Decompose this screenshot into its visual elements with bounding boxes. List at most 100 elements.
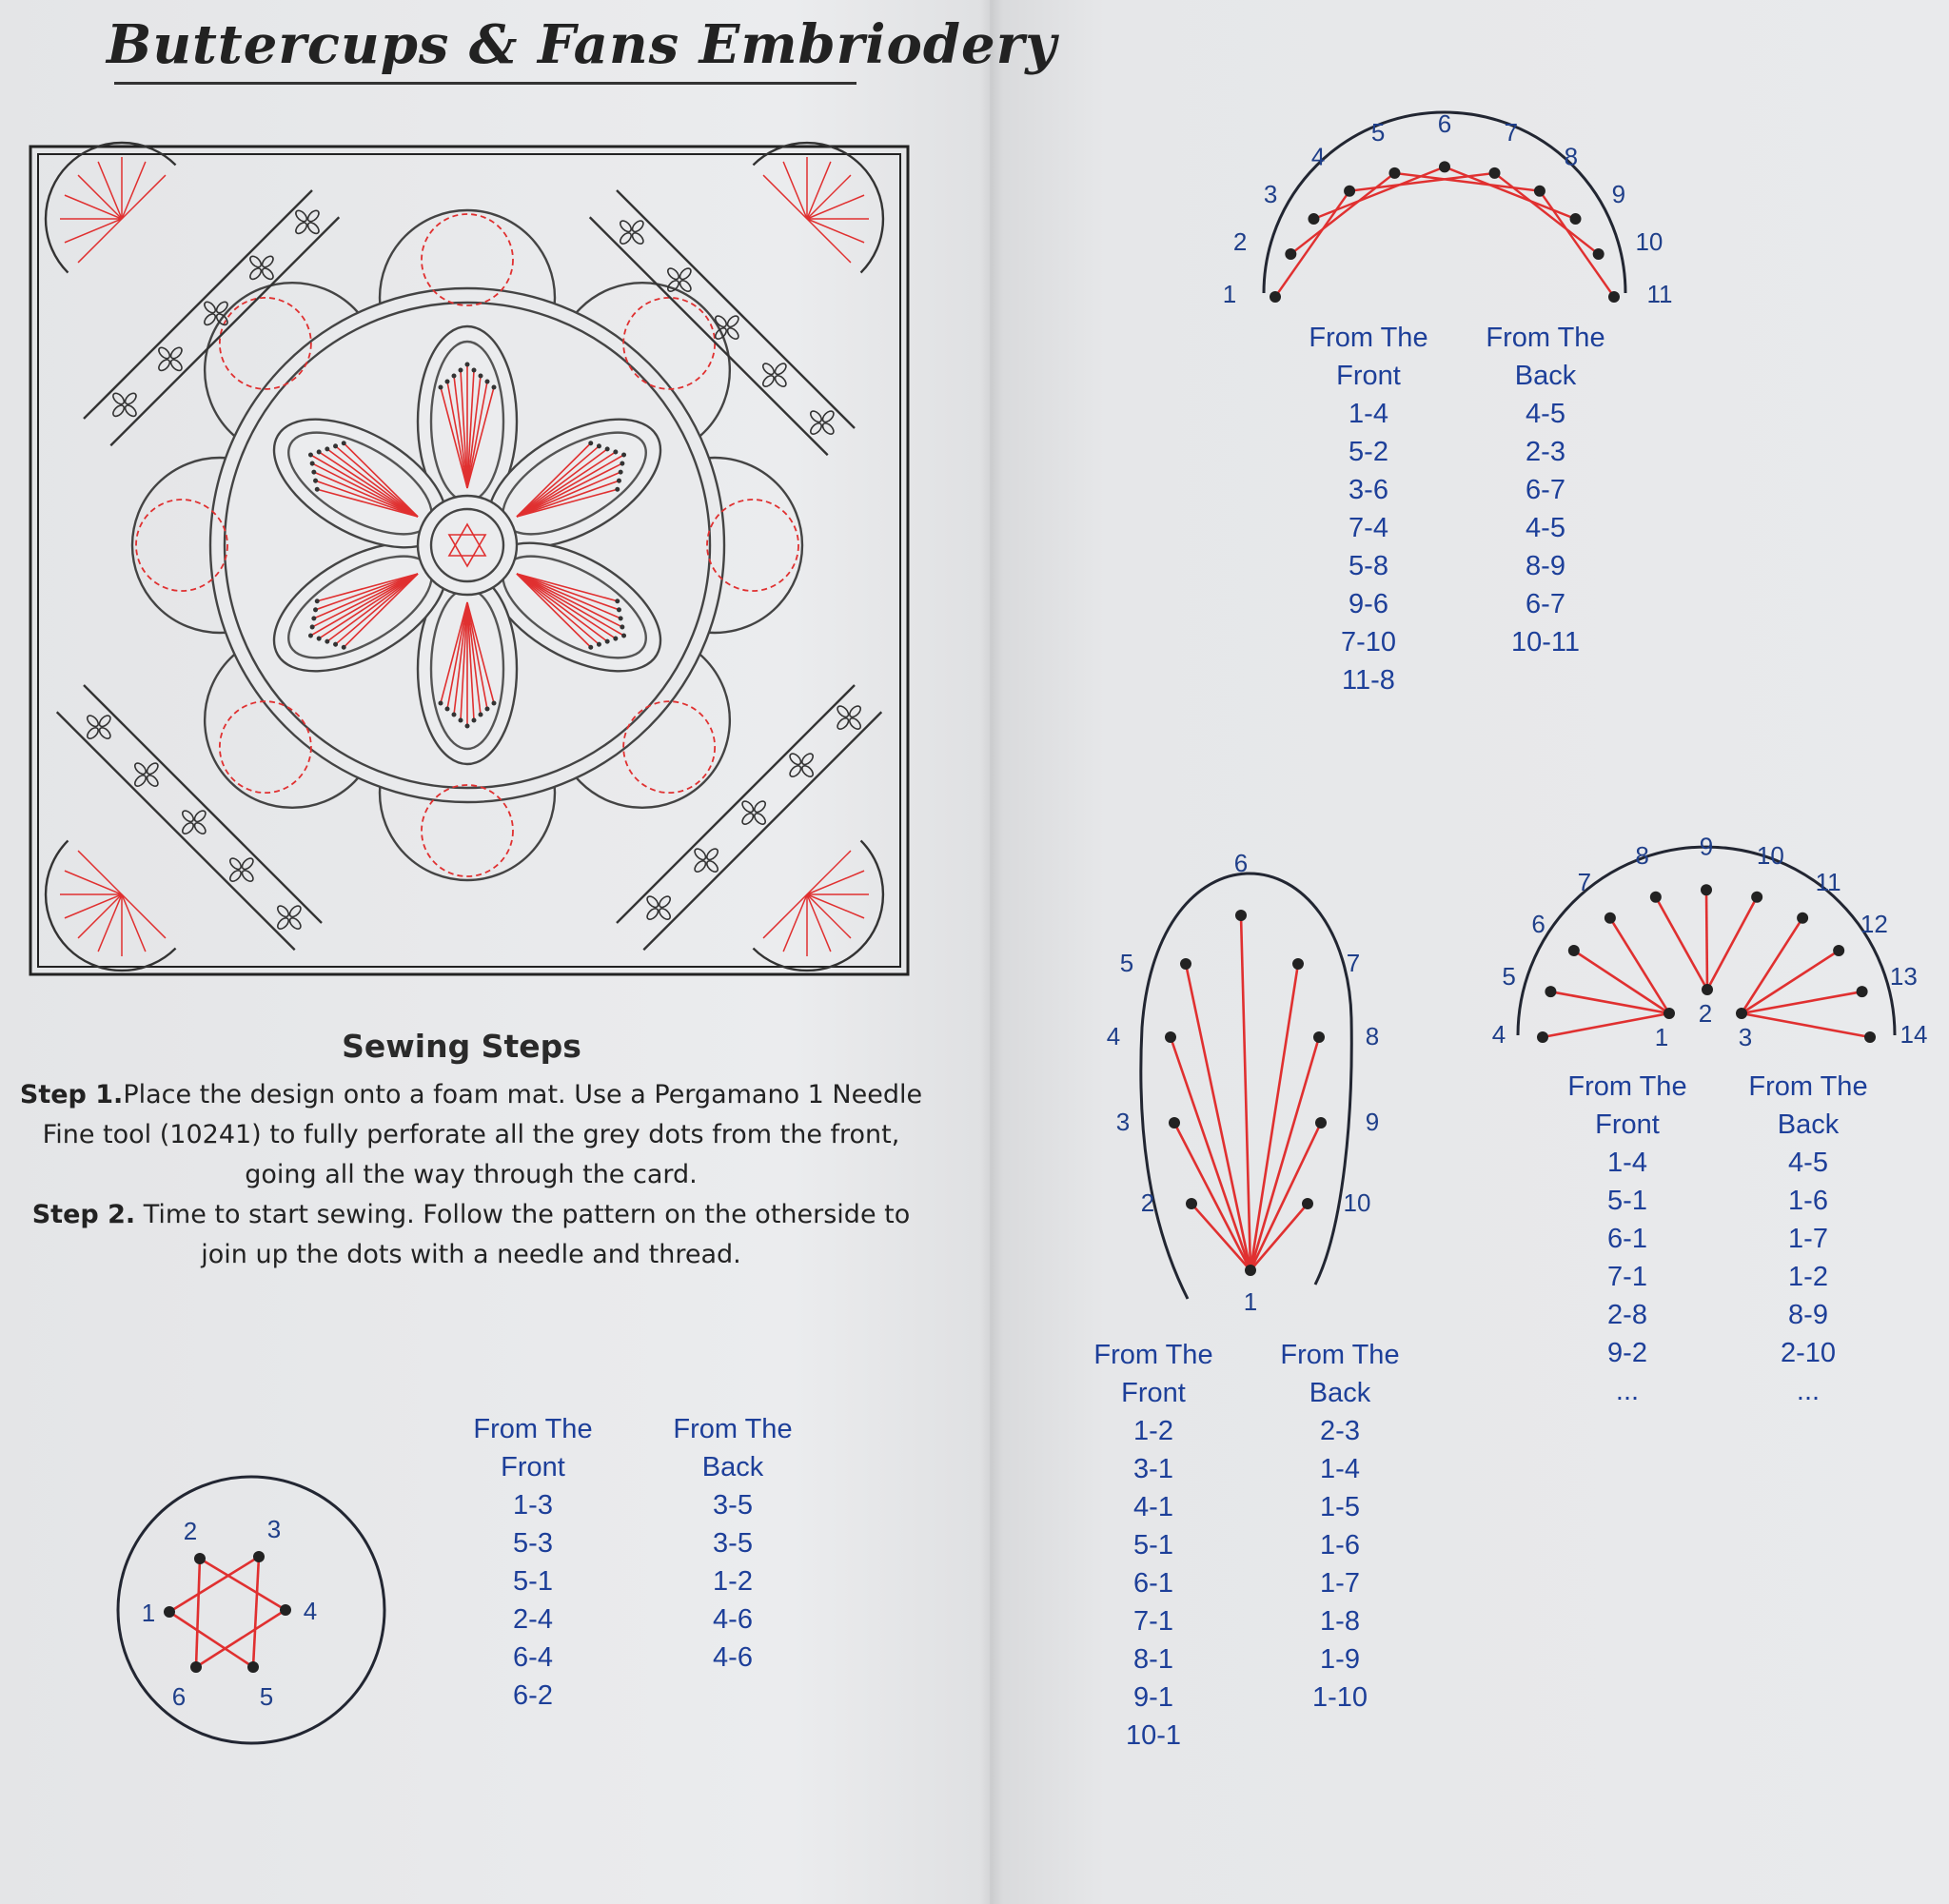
fan-arc [135, 499, 228, 592]
back-step: 1-8 [1320, 1606, 1360, 1637]
back-step: 8-9 [1788, 1300, 1828, 1330]
front-header-line: From The [1093, 1340, 1213, 1370]
point-label: 7 [1578, 868, 1591, 896]
fan-arc [218, 296, 312, 390]
back-header-line: From The [1486, 323, 1605, 353]
front-header-line: Front [1336, 361, 1401, 391]
front-header-line: Front [501, 1452, 565, 1482]
thread-line [1444, 166, 1576, 221]
hole-dot [1864, 1031, 1876, 1043]
hole-dot [1608, 291, 1620, 303]
back-step: 3-5 [713, 1490, 753, 1521]
sewing-steps-text: Step 1.Place the design onto a foam mat.… [19, 1075, 923, 1275]
back-step: 1-7 [1320, 1568, 1360, 1599]
page-fold [980, 0, 1003, 1904]
flower-band [55, 684, 323, 952]
hole-dot [1604, 912, 1616, 924]
hole-dot [1702, 984, 1713, 995]
point-label: 5 [1120, 949, 1133, 977]
point-label: 8 [1635, 841, 1648, 870]
point-label: 2 [1699, 999, 1712, 1028]
thread-line [1654, 896, 1709, 991]
point-label: 10 [1344, 1188, 1371, 1217]
hole-dot [1169, 1117, 1180, 1129]
point-label: 10 [1757, 841, 1784, 870]
thread-line [1740, 917, 1804, 1014]
front-step: 6-4 [513, 1642, 553, 1673]
title-underline [114, 82, 856, 85]
front-step: 5-3 [513, 1528, 553, 1559]
point-label: 7 [1347, 949, 1360, 977]
back-header-line: Back [1514, 361, 1577, 391]
point-label: 2 [184, 1517, 197, 1545]
front-header-line: Front [1595, 1109, 1660, 1140]
hole-dot [1235, 910, 1247, 921]
point-label: 6 [1234, 849, 1248, 877]
page-title: Buttercups & Fans Embriodery [107, 13, 1057, 76]
front-step: 10-1 [1125, 1720, 1182, 1751]
front-step: 7-1 [1133, 1606, 1173, 1637]
front-step: 5-1 [1133, 1530, 1173, 1560]
thread-line [1550, 990, 1670, 1015]
point-label: 9 [1612, 180, 1625, 208]
thread-line [1741, 949, 1840, 1015]
point-label: 14 [1900, 1020, 1928, 1047]
hole-dot [1315, 1117, 1327, 1129]
thread-line [1250, 1203, 1309, 1271]
point-label: 9 [1700, 832, 1713, 860]
corner-fan [44, 141, 177, 274]
front-step: 1-4 [1607, 1148, 1647, 1178]
point-label: 3 [267, 1515, 281, 1543]
front-step: 2-4 [513, 1604, 553, 1635]
point-label: 6 [172, 1682, 186, 1711]
hole-dot [1245, 1265, 1256, 1276]
back-step: 1-10 [1311, 1682, 1368, 1713]
thread-line [1289, 171, 1396, 255]
hole-dot [1751, 891, 1763, 903]
back-step: 1-2 [713, 1566, 753, 1597]
back-header-line: Back [1309, 1378, 1371, 1408]
thread-line [1313, 166, 1446, 221]
back-step: 1-6 [1320, 1530, 1360, 1560]
hole-dot [1285, 248, 1297, 261]
corner-fan [752, 839, 885, 972]
thread-line [194, 1558, 202, 1668]
point-label: 6 [1438, 109, 1451, 138]
point-label: 1 [1655, 1023, 1668, 1047]
thread-line [1704, 890, 1709, 991]
thread-line [1573, 949, 1670, 1015]
thread-line [1705, 896, 1759, 991]
petal [416, 572, 519, 766]
front-step: 4-1 [1133, 1492, 1173, 1522]
corner-fan [44, 839, 177, 972]
front-step: 6-2 [513, 1680, 553, 1711]
thread-line [1538, 190, 1615, 298]
front-step: 9-6 [1349, 589, 1388, 619]
thread-line [168, 1610, 254, 1669]
front-step: ... [1615, 1376, 1640, 1406]
back-step: 2-10 [1780, 1338, 1837, 1368]
front-step: 7-10 [1340, 627, 1397, 658]
back-step: 1-5 [1320, 1492, 1360, 1522]
hole-dot [1701, 884, 1712, 896]
front-header-line: From The [473, 1414, 593, 1444]
back-step: 2-3 [1320, 1416, 1360, 1446]
hole-dot [1567, 945, 1580, 957]
point-label: 8 [1565, 142, 1578, 170]
thread-line [168, 1555, 260, 1614]
inner-ring [223, 301, 712, 790]
hole-dot [164, 1606, 175, 1618]
back-step: 1-2 [1788, 1262, 1828, 1292]
point-label: 3 [1116, 1108, 1130, 1136]
hole-dot [190, 1661, 202, 1673]
back-step: 3-5 [713, 1528, 753, 1559]
embroidery-design [29, 141, 910, 976]
point-label: 3 [1739, 1023, 1752, 1047]
point-label: 1 [1223, 280, 1236, 308]
